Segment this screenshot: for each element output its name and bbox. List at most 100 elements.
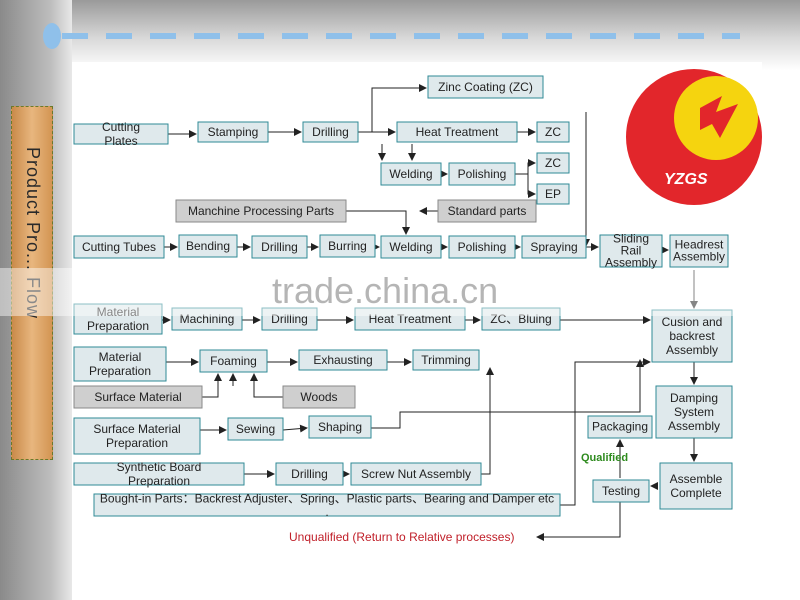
dash-decoration bbox=[43, 23, 740, 49]
node-zinc-coating: Zinc Coating (ZC) bbox=[427, 75, 544, 99]
logo-mark bbox=[700, 96, 738, 138]
node-shaping: Shaping bbox=[308, 415, 372, 439]
node-label: Surface Material bbox=[94, 390, 181, 404]
logo-text: YZGS bbox=[664, 171, 708, 188]
node-label: Machining bbox=[180, 312, 235, 326]
node-label: Welding bbox=[389, 167, 432, 181]
node-sewing: Sewing bbox=[227, 417, 284, 441]
node-box bbox=[350, 462, 482, 486]
node-label: Foaming bbox=[210, 354, 257, 368]
node-box bbox=[93, 493, 561, 517]
node-box bbox=[655, 385, 733, 439]
node-ep: EP bbox=[536, 183, 570, 205]
node-exhausting: Exhausting bbox=[298, 349, 388, 371]
node-box bbox=[536, 121, 570, 143]
node-zc-bluing: ZC、Bluing bbox=[481, 307, 561, 331]
node-label: Bending bbox=[186, 239, 230, 253]
node-welding-1: Welding bbox=[380, 162, 442, 186]
node-box bbox=[199, 349, 268, 373]
node-box bbox=[380, 235, 442, 259]
flow-arrow bbox=[202, 373, 222, 398]
node-box bbox=[73, 235, 165, 259]
node-label: Drilling bbox=[261, 240, 298, 254]
node-stamping: Stamping bbox=[197, 121, 269, 143]
watermark-text: trade.china.cn bbox=[272, 270, 499, 311]
node-box bbox=[171, 307, 243, 331]
background-band bbox=[0, 0, 800, 70]
node-heat-treatment-2: Heat Treatment bbox=[354, 307, 466, 331]
node-label: Bought-in Parts：Backrest Adjuster、Spring… bbox=[100, 491, 554, 519]
node-box bbox=[319, 234, 376, 258]
node-drilling-2: Drilling bbox=[251, 235, 308, 259]
qualified-label: Qualified bbox=[581, 452, 628, 464]
node-box bbox=[599, 234, 663, 268]
node-label: Welding bbox=[389, 240, 432, 254]
node-label: Testing bbox=[602, 484, 640, 498]
node-spraying: Spraying bbox=[521, 235, 587, 259]
node-label: Drilling bbox=[312, 125, 349, 139]
node-box bbox=[536, 183, 570, 205]
node-label: Spraying bbox=[530, 240, 577, 254]
node-label: Manchine Processing Parts bbox=[188, 204, 334, 218]
node-welding-2: Welding bbox=[380, 235, 442, 259]
node-machine-processing: Manchine Processing Parts bbox=[175, 199, 347, 223]
node-box bbox=[448, 235, 516, 259]
flow-arrow bbox=[371, 84, 427, 132]
node-box bbox=[251, 235, 308, 259]
node-machining: Machining bbox=[171, 307, 243, 331]
node-label: Screw Nut Assembly bbox=[361, 467, 471, 481]
node-label: Zinc Coating (ZC) bbox=[438, 80, 533, 94]
flow-arrows bbox=[162, 84, 698, 541]
node-woods: Woods bbox=[282, 385, 356, 409]
flow-arrow bbox=[560, 358, 651, 506]
node-box bbox=[227, 417, 284, 441]
node-box bbox=[261, 307, 318, 331]
node-box bbox=[396, 121, 518, 143]
node-box bbox=[427, 75, 544, 99]
node-box bbox=[73, 346, 167, 382]
node-box bbox=[197, 121, 269, 143]
node-box bbox=[175, 199, 347, 223]
node-drilling-1: Drilling bbox=[302, 121, 359, 143]
node-packaging: Packaging bbox=[587, 415, 653, 439]
node-label: Drilling bbox=[271, 312, 308, 326]
node-label: Sewing bbox=[236, 422, 275, 436]
node-foaming: Foaming bbox=[199, 349, 268, 373]
flow-arrow bbox=[250, 373, 283, 398]
node-cutting-tubes: Cutting Tubes bbox=[73, 235, 165, 259]
node-trimming: Trimming bbox=[412, 349, 480, 371]
node-label: Heat Treatment bbox=[416, 125, 499, 139]
node-bought-in: Bought-in Parts：Backrest Adjuster、Spring… bbox=[93, 491, 561, 519]
node-label: Polishing bbox=[458, 167, 507, 181]
node-box bbox=[380, 162, 442, 186]
node-box bbox=[73, 385, 203, 409]
node-polishing-1: Polishing bbox=[448, 162, 516, 186]
node-label: ZC、Bluing bbox=[490, 312, 551, 326]
node-surface-material: Surface Material bbox=[73, 385, 203, 409]
node-box bbox=[448, 162, 516, 186]
node-drilling-4: Drilling bbox=[275, 462, 344, 486]
flow-arrow bbox=[371, 359, 644, 429]
node-label: Exhausting bbox=[313, 353, 372, 367]
flow-arrow bbox=[536, 502, 621, 541]
flow-arrow bbox=[515, 159, 536, 175]
node-label: Cutting Tubes bbox=[82, 240, 156, 254]
node-box bbox=[536, 152, 570, 174]
unqualified-label: Unqualified (Return to Relative processe… bbox=[289, 530, 514, 544]
node-box bbox=[73, 303, 163, 335]
node-standard-parts: Standard parts bbox=[437, 199, 537, 223]
node-box bbox=[659, 462, 733, 510]
node-box bbox=[521, 235, 587, 259]
